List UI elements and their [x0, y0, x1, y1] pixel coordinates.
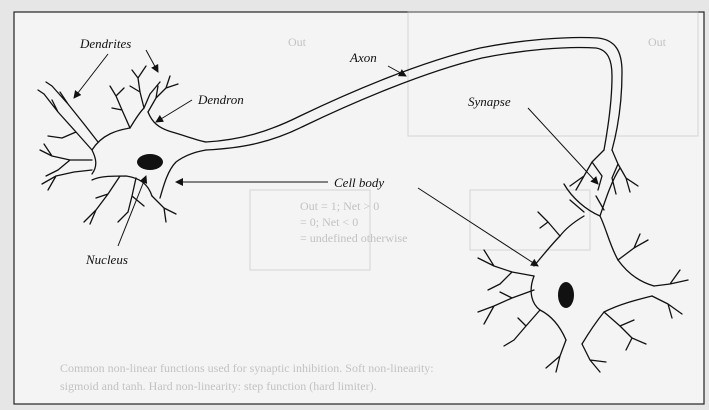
right-nucleus	[558, 282, 574, 308]
ghost-equation-2: = 0; Net < 0	[300, 215, 358, 229]
ghost-equation-1: Out = 1; Net > 0	[300, 199, 379, 213]
ghost-caption-2: sigmoid and tanh. Hard non-linearity: st…	[60, 379, 377, 393]
ghost-equation-3: = undefined otherwise	[300, 231, 407, 245]
ghost-caption-1: Common non-linear functions used for syn…	[60, 361, 434, 375]
label-dendrites: Dendrites	[79, 36, 131, 51]
left-nucleus	[137, 154, 163, 170]
label-nucleus: Nucleus	[85, 252, 128, 267]
label-dendron: Dendron	[197, 92, 244, 107]
ghost-out-left: Out	[648, 35, 667, 49]
ghost-out-right: Out	[288, 35, 307, 49]
label-cell-body: Cell body	[334, 175, 384, 190]
label-synapse: Synapse	[468, 94, 511, 109]
label-axon: Axon	[349, 50, 377, 65]
